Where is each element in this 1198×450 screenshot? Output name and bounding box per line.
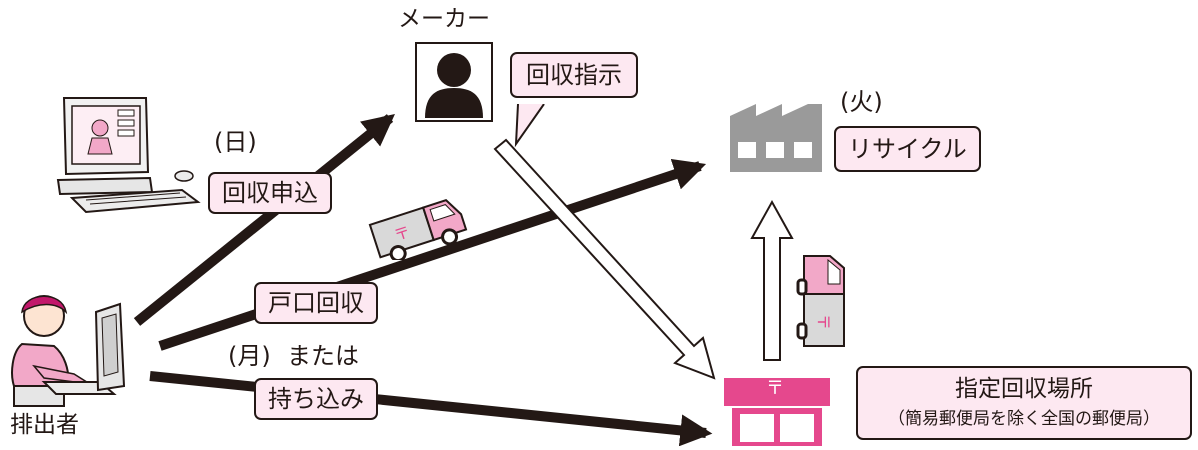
or-text: または [287,342,359,370]
discharger-title: 排出者 [10,412,79,438]
carry-in-label: 持ち込み [254,378,378,420]
vertical-truck-icon: 〒 [794,254,850,354]
instruction-bubble-tail [510,103,554,152]
designated-site-box: 指定回収場所 （簡易郵便局を除く全国の郵便局） [856,366,1192,440]
svg-text:〒: 〒 [814,314,833,330]
hollow-arrow-maker-to-post-office [493,138,716,380]
door-collection-label: 戸口回収 [254,282,378,324]
maker-title: メーカー [398,6,490,32]
designated-site-title: 指定回収場所 [955,376,1093,402]
postal-mark: 〒 [766,378,784,399]
hollow-arrow-up-to-recycle [750,199,794,361]
arrow-to-maker [133,113,395,326]
factory-icon [728,102,824,178]
delivery-truck-icon: 〒 [368,188,468,264]
day-mark-mon: (月) [228,342,271,370]
collection-instruction-label: 回収指示 [510,52,638,98]
recycle-label: リサイクル [834,126,981,172]
arrow-to-recycle [158,158,707,351]
person-icon [425,53,483,118]
collection-application-label: 回収申込 [208,172,332,214]
day-mark-tue: (火) [840,88,883,116]
maker-avatar [415,42,493,122]
discharger-person-icon [4,282,132,416]
day-mark-sun: (日) [214,128,257,156]
post-office-icon: 〒 [722,378,834,450]
computer-icon [52,94,202,218]
svg-text:〒: 〒 [392,222,413,245]
designated-site-note: （簡易郵便局を除く全国の郵便局） [888,409,1160,429]
arrow-to-post-office [149,371,713,446]
